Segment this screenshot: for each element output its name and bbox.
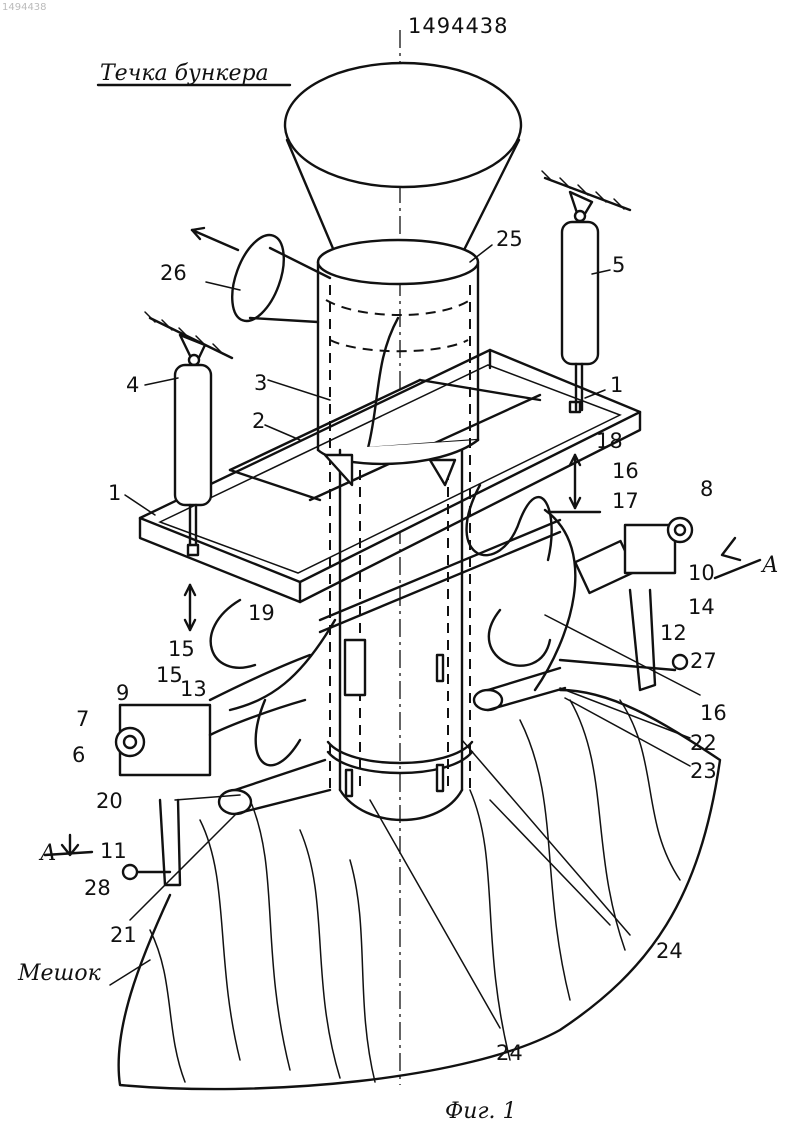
- watermark: 1494438: [2, 2, 47, 13]
- part-number: 24: [656, 939, 683, 963]
- outlet-26: [192, 228, 330, 328]
- part-number: 19: [248, 601, 275, 625]
- part-number: 27: [690, 649, 717, 673]
- patent-number: 1494438: [408, 14, 509, 38]
- section-mark-left: А: [38, 841, 57, 866]
- part-number: 13: [180, 677, 207, 701]
- part-number: 14: [688, 595, 715, 619]
- part-number: 7: [76, 707, 89, 731]
- part-number: 8: [700, 477, 713, 501]
- part-number: 6: [72, 743, 85, 767]
- part-number: 3: [254, 371, 267, 395]
- frame: [140, 350, 640, 602]
- part-number: 16: [612, 459, 639, 483]
- part-number: 9: [116, 681, 129, 705]
- callout-hopper-spout: Течка бункера: [100, 61, 269, 86]
- hopper-spout: [98, 63, 521, 265]
- part-number: 24: [496, 1041, 523, 1065]
- part-number: 2: [252, 409, 265, 433]
- part-number: 10: [688, 561, 715, 585]
- part-number: 28: [84, 876, 111, 900]
- callout-bag: Мешок: [17, 961, 102, 986]
- part-number: 15: [168, 637, 195, 661]
- part-number: 20: [96, 789, 123, 813]
- part-number: 22: [690, 731, 717, 755]
- part-number: 11: [100, 839, 127, 863]
- figure-caption: Фиг. 1: [445, 1099, 517, 1124]
- part-number: 12: [660, 621, 687, 645]
- part-number: 17: [612, 489, 639, 513]
- part-number: 25: [496, 227, 523, 251]
- part-number: 5: [612, 253, 625, 277]
- part-number: 4: [126, 373, 139, 397]
- part-number: 15: [156, 663, 183, 687]
- left-clamp: [45, 585, 365, 885]
- part-number: 23: [690, 759, 717, 783]
- part-number: 1: [610, 373, 623, 397]
- part-number: 26: [160, 261, 187, 285]
- section-mark-right: А: [760, 553, 779, 578]
- part-number: 16: [700, 701, 727, 725]
- part-number: 1: [108, 481, 121, 505]
- part-number: 21: [110, 923, 137, 947]
- part-number: 18: [596, 429, 623, 453]
